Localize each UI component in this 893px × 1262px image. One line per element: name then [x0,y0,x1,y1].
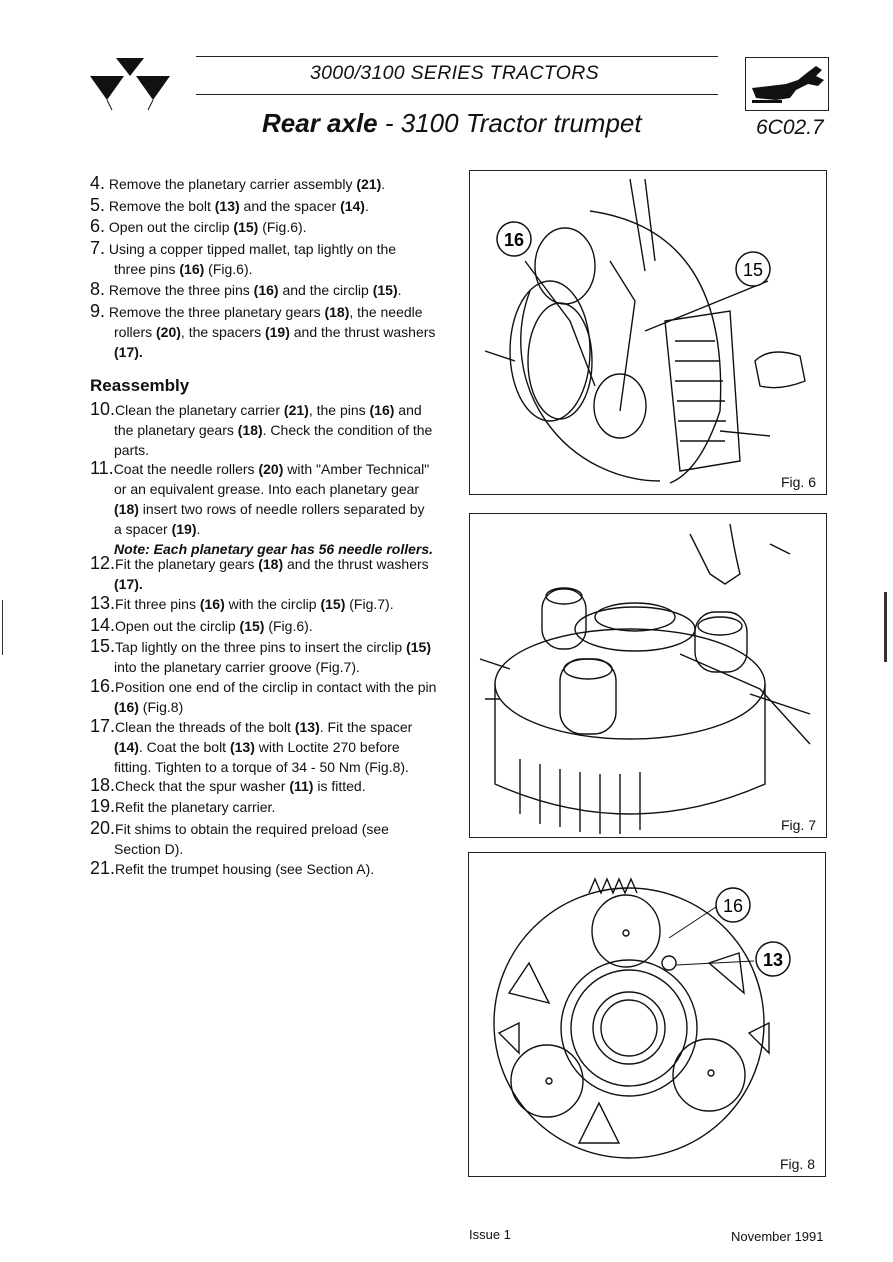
step-14: 14.Open out the circlip (15) (Fig.6). [90,615,313,635]
page-title: Rear axle - 3100 Tractor trumpet [262,108,642,138]
figure-7-illustration [479,523,811,834]
step-20: 20.Fit shims to obtain the required prel… [90,818,389,857]
figure-6-label: Fig. 6 [780,474,816,490]
step-5: 5. Remove the bolt (13) and the spacer (… [90,195,369,215]
section-heading-reassembly: Reassembly [90,376,190,395]
wrench-icon [745,57,829,111]
step-10: 10.Clean the planetary carrier (21), the… [90,399,433,458]
footer-issue: Issue 1 [469,1227,511,1242]
figure-8: 16 13 Fig. 8 [468,852,826,1177]
series-title: 3000/3100 SERIES TRACTORS [310,62,599,84]
step-8: 8. Remove the three pins (16) and the ci… [90,279,402,299]
step-18: 18.Check that the spur washer (11) is fi… [90,775,366,795]
scan-mark [884,592,887,662]
callout-15: 15 [743,260,763,280]
step-11: 11.Coat the needle rollers (20) with "Am… [90,458,446,559]
callout-13: 13 [763,950,783,970]
step-13: 13.Fit three pins (16) with the circlip … [90,593,394,613]
figure-8-illustration: 16 13 [493,877,791,1159]
page-code: 6C02.7 [756,116,824,139]
step-12: 12.Fit the planetary gears (18) and the … [90,553,429,592]
header-rule-bottom [196,94,718,95]
step-9: 9. Remove the three planetary gears (18)… [90,301,436,360]
figure-6-illustration: 16 15 [484,178,806,484]
step-21: 21.Refit the trumpet housing (see Sectio… [90,858,375,878]
step-6: 6. Open out the circlip (15) (Fig.6). [90,216,307,236]
figure-8-label: Fig. 8 [779,1156,815,1172]
figure-6: 16 15 Fig. 6 [469,170,827,495]
note-needle-rollers: Note: Each planetary gear has 56 needle … [114,541,434,557]
step-16: 16.Position one end of the circlip in co… [90,676,437,715]
step-15: 15.Tap lightly on the three pins to inse… [90,636,431,675]
step-4: 4. Remove the planetary carrier assembly… [90,173,386,193]
footer-date: November 1991 [731,1229,824,1244]
step-17: 17.Clean the threads of the bolt (13). F… [90,716,413,775]
callout-16: 16 [504,230,524,250]
step-7: 7. Using a copper tipped mallet, tap lig… [90,238,397,277]
figure-7: Fig. 7 [469,513,827,838]
figure-7-label: Fig. 7 [780,817,816,833]
header-rule-top [196,56,718,57]
callout-16: 16 [723,896,743,916]
step-19: 19.Refit the planetary carrier. [90,796,276,816]
scan-mark [2,600,3,655]
brand-logo [90,58,170,111]
